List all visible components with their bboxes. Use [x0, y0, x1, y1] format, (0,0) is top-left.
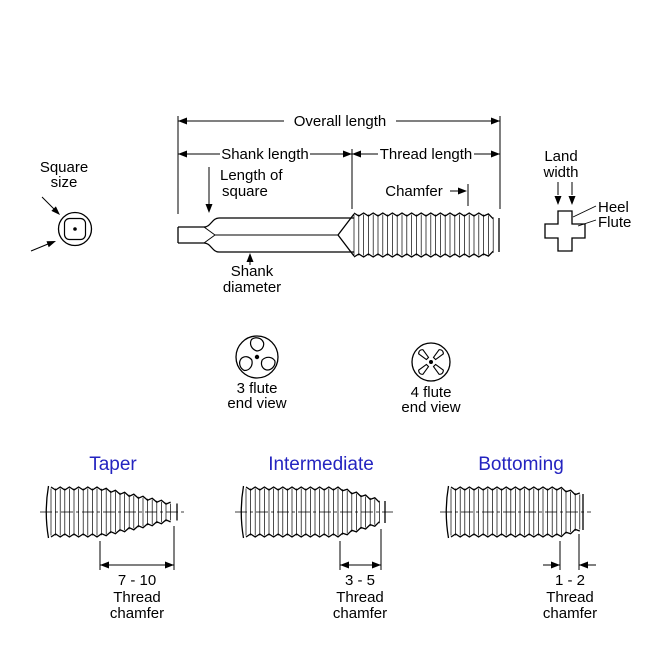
intermediate-thread-section: [245, 486, 380, 538]
four-land-cross-section: [544, 210, 586, 252]
shank-diameter-callout: Shank diameter: [223, 253, 281, 296]
bottoming-thread-section: [450, 486, 581, 538]
intermediate-caption-1: Thread: [336, 589, 384, 606]
square-end-center-dot: [73, 227, 77, 231]
heel-label: Heel: [598, 199, 629, 216]
shank-diameter-label-2: diameter: [223, 279, 281, 296]
intermediate-title: Intermediate: [268, 454, 374, 475]
shank-length-label: Shank length: [221, 146, 309, 163]
extension-lines: [177, 116, 501, 214]
shank-length-dimension: Shank length: [178, 146, 352, 163]
tap-side-view: [177, 212, 500, 258]
square-size-label-1: Square: [40, 159, 88, 176]
bottoming-range-label: 1 - 2: [555, 572, 585, 589]
bottoming-caption-1: Thread: [546, 589, 594, 606]
overall-length-dimension: Overall length: [178, 113, 500, 130]
three-flute-label-2: end view: [227, 395, 286, 412]
four-flute-label-2: end view: [401, 399, 460, 416]
taper-caption-1: Thread: [113, 589, 161, 606]
intermediate-chamfer-dimension: 3 - 5 Thread chamfer: [333, 529, 387, 622]
length-of-square-label-1: Length of: [220, 167, 283, 184]
thread-length-dimension: Thread length: [352, 146, 500, 163]
intermediate-range-label: 3 - 5: [345, 572, 375, 589]
land-width-label-1: Land: [544, 148, 577, 165]
taper-tap-section: Taper 7 - 10 Thread chamfer: [40, 454, 185, 622]
taper-chamfer-dimension: 7 - 10 Thread chamfer: [99, 526, 175, 622]
three-flute-center-dot: [254, 354, 260, 360]
taper-thread-section: [50, 486, 171, 538]
land-width-label-2: width: [542, 164, 578, 181]
three-flute-end-view: 3 flute end view: [227, 335, 287, 412]
overall-length-label: Overall length: [294, 113, 387, 130]
intermediate-tap-section: Intermediate 3 - 5 Thread chamfer: [235, 454, 393, 622]
length-of-square-callout: Length of square: [205, 167, 283, 213]
shank-outline: [177, 217, 354, 253]
length-of-square-label-2: square: [222, 183, 268, 200]
shank-diameter-label-1: Shank: [231, 263, 274, 280]
four-flute-label-1: 4 flute: [411, 384, 452, 401]
taper-caption-2: chamfer: [110, 605, 164, 622]
flute-cross-section-view: Land width Heel Flute: [542, 148, 631, 252]
square-end-flats: [63, 217, 87, 241]
chamfer-label: Chamfer: [385, 183, 443, 200]
thread-runout: [337, 213, 355, 257]
three-flute-label-1: 3 flute: [237, 380, 278, 397]
chamfer-callout: Chamfer: [385, 183, 469, 206]
flute-label: Flute: [598, 214, 631, 231]
intermediate-caption-2: chamfer: [333, 605, 387, 622]
bottoming-caption-2: chamfer: [543, 605, 597, 622]
bottoming-title: Bottoming: [478, 454, 564, 475]
taper-range-label: 7 - 10: [118, 572, 156, 589]
square-size-label-2: size: [51, 174, 78, 191]
square-size-view: Square size: [30, 159, 93, 252]
four-flute-end-view: 4 flute end view: [401, 342, 461, 416]
thread-section: [353, 212, 494, 258]
four-flute-center-dot: [429, 360, 433, 364]
bottoming-chamfer-dimension: 1 - 2 Thread chamfer: [543, 534, 597, 622]
bottoming-tap-section: Bottoming 1 - 2 Thread chamfer: [440, 454, 597, 622]
thread-length-label: Thread length: [380, 146, 473, 163]
taper-title: Taper: [89, 454, 137, 475]
